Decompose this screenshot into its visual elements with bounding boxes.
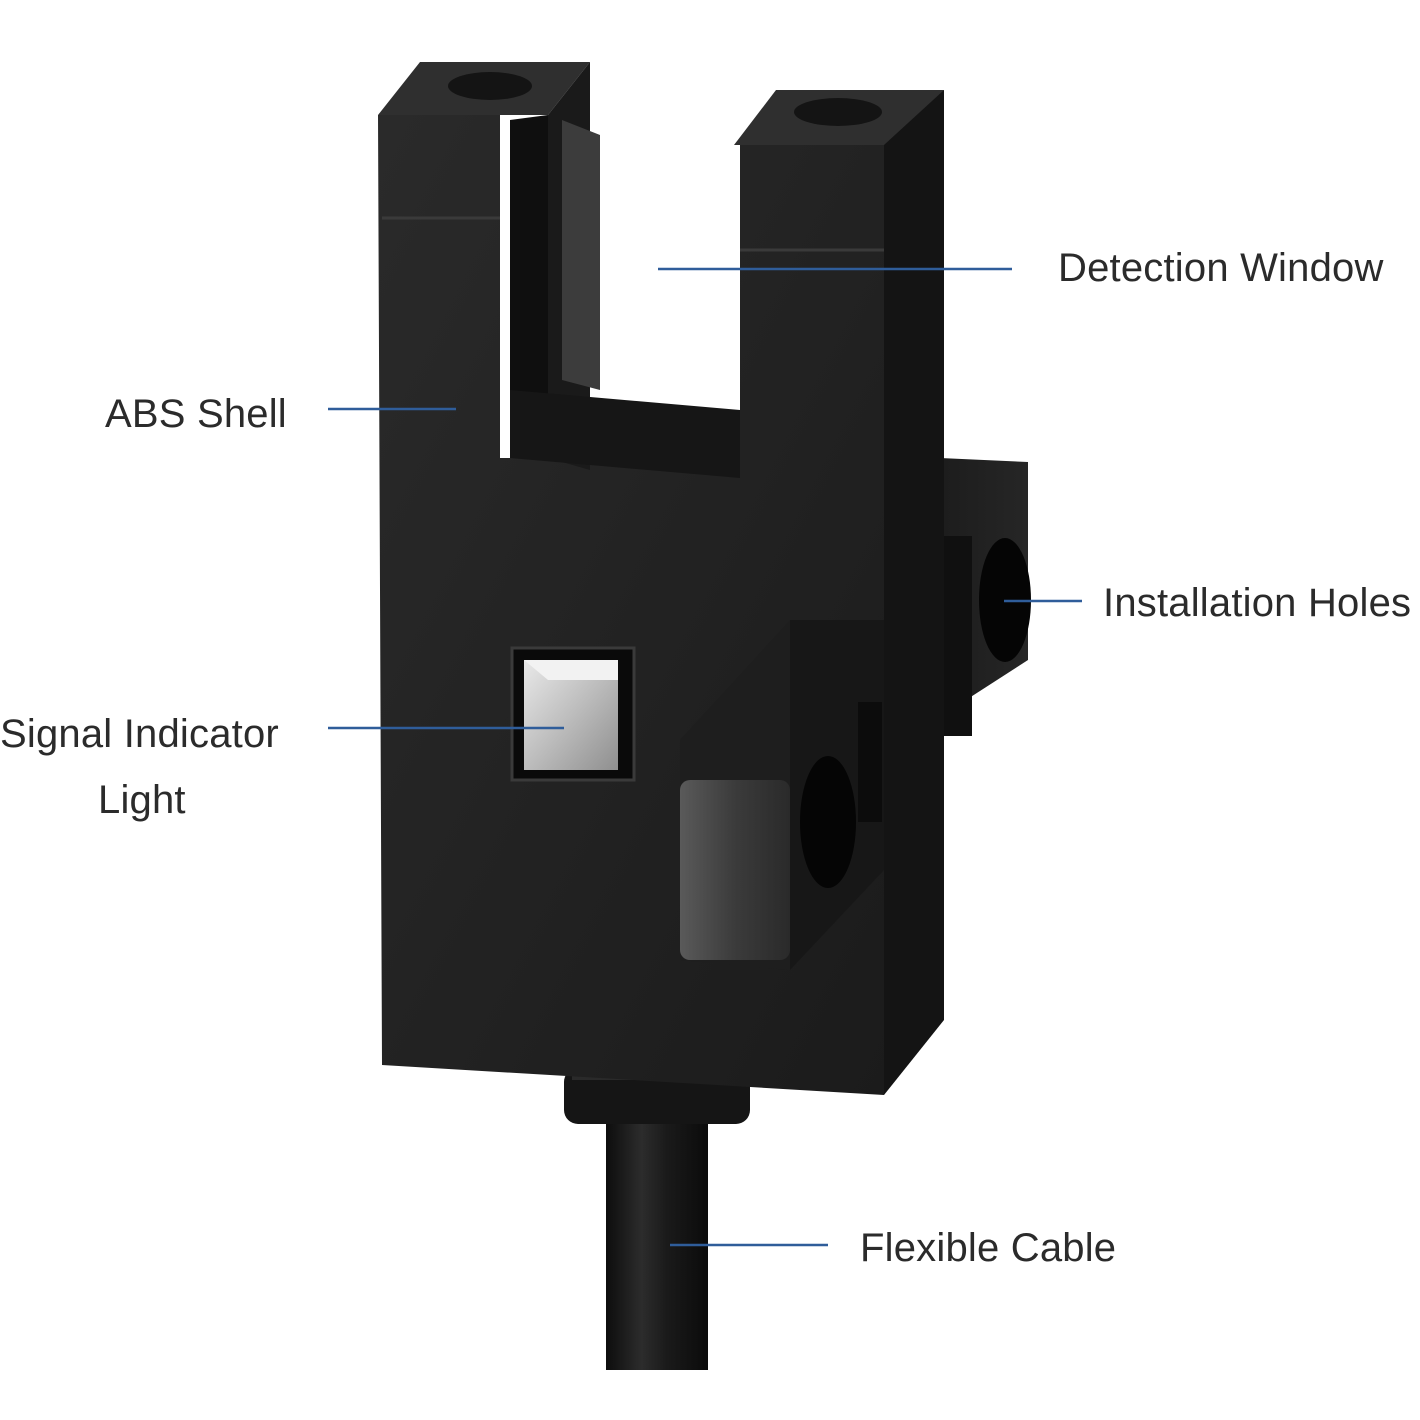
signal-indicator-light [510,646,636,782]
label-installation-holes: Installation Holes [1103,581,1412,625]
label-signal-indicator-line1: Signal Indicator [0,712,279,756]
cable [564,1068,750,1370]
detection-slot [510,115,740,478]
label-abs-shell: ABS Shell [105,392,287,436]
leader-lines [328,267,1082,1247]
front-installation-hole [800,756,856,888]
body-side-face [882,90,944,1095]
label-signal-indicator-line2: Light [98,778,186,822]
label-detection-window: Detection Window [1058,246,1384,290]
label-flexible-cable: Flexible Cable [860,1226,1117,1270]
front-mounting-bracket [680,620,884,970]
